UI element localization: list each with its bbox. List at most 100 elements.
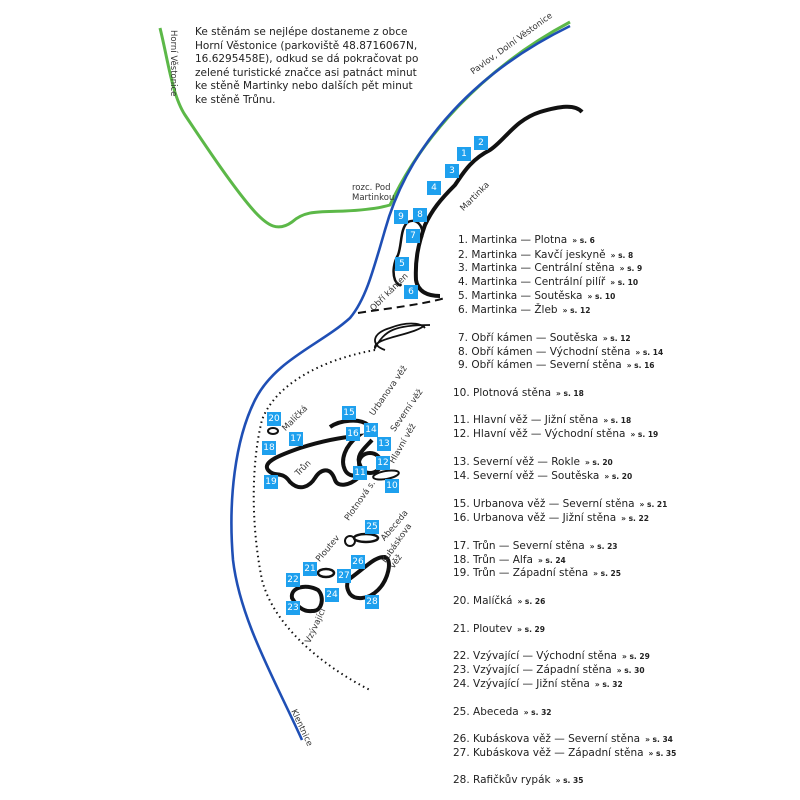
route-badge-1[interactable]: 1	[457, 147, 471, 161]
route-list-item[interactable]: 18. Trůn — Alfa » s. 24	[453, 554, 566, 566]
route-list-item[interactable]: 7. Obří kámen — Soutěska » s. 12	[458, 332, 631, 344]
route-badge-27[interactable]: 27	[337, 569, 351, 583]
route-badge-7[interactable]: 7	[406, 229, 420, 243]
route-list-item[interactable]: 16. Urbanova věž — Jižní stěna» s. 22	[453, 512, 649, 524]
route-name: 26. Kubáskova věž — Severní stěna	[453, 733, 641, 745]
route-name: 25. Abeceda	[453, 706, 519, 718]
route-badge-24[interactable]: 24	[325, 588, 339, 602]
route-badge-19[interactable]: 19	[264, 475, 278, 489]
rock-vzyvajici	[289, 584, 324, 614]
route-list-item[interactable]: 12. Hlavní věž — Východní stěna» s. 19	[453, 428, 658, 440]
route-badge-18[interactable]: 18	[262, 441, 276, 455]
route-page: » s. 35	[555, 776, 584, 785]
route-name: 21. Ploutev	[453, 623, 513, 635]
route-list-item[interactable]: 1. Martinka — Plotna» s. 6	[458, 234, 595, 246]
route-list-item[interactable]: 27. Kubáskova věž — Západní stěna» s. 35	[453, 747, 676, 759]
route-page: » s. 32	[523, 708, 552, 717]
route-list-item[interactable]: 4. Martinka — Centrální pilíř» s. 10	[458, 276, 638, 288]
route-badge-5[interactable]: 5	[395, 257, 409, 271]
route-page: » s. 23	[589, 542, 618, 551]
label-horni-vestonice: Horní Věstonice	[168, 30, 178, 97]
route-badge-12[interactable]: 12	[376, 456, 390, 470]
route-list-item[interactable]: 9. Obří kámen — Severní stěna» s. 16	[458, 359, 655, 371]
route-list-item[interactable]: 17. Trůn — Severní stěna» s. 23	[453, 540, 618, 552]
route-list-item[interactable]: 22. Vzývající — Východní stěna » s. 29	[453, 650, 650, 662]
route-name: 22. Vzývající — Východní stěna	[453, 650, 617, 662]
route-name: 9. Obří kámen — Severní stěna	[458, 359, 622, 371]
route-page: » s. 29	[621, 652, 650, 661]
route-name: 5. Martinka — Soutěska	[458, 290, 583, 302]
route-list-item[interactable]: 25. Abeceda » s. 32	[453, 706, 552, 718]
route-list-item[interactable]: 5. Martinka — Soutěska » s. 10	[458, 290, 615, 302]
label-rozc-2: Martinkou	[352, 193, 395, 203]
route-name: 23. Vzývající — Západní stěna	[453, 664, 612, 676]
route-list-item[interactable]: 10. Plotnová stěna» s. 18	[453, 387, 584, 399]
route-badge-14[interactable]: 14	[364, 423, 378, 437]
route-badge-26[interactable]: 26	[351, 555, 365, 569]
route-name: 24. Vzývající — Jižní stěna	[453, 678, 590, 690]
route-badge-9[interactable]: 9	[394, 210, 408, 224]
route-badge-15[interactable]: 15	[342, 406, 356, 420]
route-badge-8[interactable]: 8	[413, 208, 427, 222]
route-name: 18. Trůn — Alfa	[453, 554, 533, 566]
route-badge-28[interactable]: 28	[365, 595, 379, 609]
route-name: 13. Severní věž — Rokle	[453, 456, 580, 468]
route-list-item[interactable]: 2. Martinka — Kavčí jeskyně» s. 8	[458, 249, 633, 261]
route-page: » s. 10	[610, 278, 639, 287]
route-list-item[interactable]: 21. Ploutev » s. 29	[453, 623, 545, 635]
route-page: » s. 34	[645, 735, 673, 744]
rock-kubaskova	[345, 555, 391, 601]
route-page: » s. 22	[621, 514, 649, 523]
route-list-item[interactable]: 6. Martinka — Žleb» s. 12	[458, 304, 590, 316]
route-page: » s. 29	[517, 625, 545, 634]
route-name: 8. Obří kámen — Východní stěna	[458, 346, 631, 358]
route-page: » s. 12	[602, 334, 631, 343]
route-page: » s. 9	[619, 264, 643, 273]
route-page: » s. 32	[594, 680, 623, 689]
route-list-item[interactable]: 15. Urbanova věž — Severní stěna» s. 21	[453, 498, 667, 510]
route-page: » s. 20	[584, 458, 613, 467]
route-list-item[interactable]: 20. Malíčká» s. 26	[453, 595, 545, 607]
route-page: » s. 19	[630, 430, 659, 439]
route-page: » s. 18	[556, 389, 584, 398]
route-badge-17[interactable]: 17	[289, 432, 303, 446]
route-page: » s. 10	[587, 292, 616, 301]
route-badge-2[interactable]: 2	[474, 136, 488, 150]
route-page: » s. 12	[562, 306, 591, 315]
route-badge-11[interactable]: 11	[353, 466, 367, 480]
route-badge-10[interactable]: 10	[385, 479, 399, 493]
route-list-item[interactable]: 19. Trůn — Západní stěna» s. 25	[453, 567, 621, 579]
route-page: » s. 24	[537, 556, 566, 565]
route-badge-22[interactable]: 22	[286, 573, 300, 587]
route-list-item[interactable]: 13. Severní věž — Rokle » s. 20	[453, 456, 613, 468]
route-list-item[interactable]: 3. Martinka — Centrální stěna» s. 9	[458, 262, 642, 274]
route-list-item[interactable]: 24. Vzývající — Jižní stěna » s. 32	[453, 678, 623, 690]
route-badge-25[interactable]: 25	[365, 520, 379, 534]
dotted-path	[252, 349, 376, 691]
route-badge-21[interactable]: 21	[303, 562, 317, 576]
route-name: 7. Obří kámen — Soutěska	[458, 332, 598, 344]
route-badge-3[interactable]: 3	[445, 164, 459, 178]
route-list-item[interactable]: 11. Hlavní věž — Jižní stěna» s. 18	[453, 414, 631, 426]
route-list-item[interactable]: 28. Rafičkův rypák» s. 35	[453, 774, 583, 786]
rock-unnamed	[374, 324, 431, 351]
route-name: 19. Trůn — Západní stěna	[453, 567, 589, 579]
route-badge-13[interactable]: 13	[377, 437, 391, 451]
route-badge-6[interactable]: 6	[404, 285, 418, 299]
route-list-item[interactable]: 8. Obří kámen — Východní stěna» s. 14	[458, 346, 663, 358]
route-badge-4[interactable]: 4	[427, 181, 441, 195]
route-name: 27. Kubáskova věž — Západní stěna	[453, 747, 644, 759]
route-badge-16[interactable]: 16	[346, 427, 360, 441]
route-badge-20[interactable]: 20	[267, 412, 281, 426]
route-page: » s. 20	[604, 472, 633, 481]
route-badge-23[interactable]: 23	[286, 601, 300, 615]
route-list-item[interactable]: 14. Severní věž — Soutěska» s. 20	[453, 470, 632, 482]
route-list-item[interactable]: 23. Vzývající — Západní stěna» s. 30	[453, 664, 645, 676]
route-name: 20. Malíčká	[453, 595, 513, 607]
route-list-item[interactable]: 26. Kubáskova věž — Severní stěna » s. 34	[453, 733, 673, 745]
route-name: 11. Hlavní věž — Jižní stěna	[453, 414, 599, 426]
route-name: 15. Urbanova věž — Severní stěna	[453, 498, 635, 510]
rock-ploutev	[316, 567, 336, 579]
